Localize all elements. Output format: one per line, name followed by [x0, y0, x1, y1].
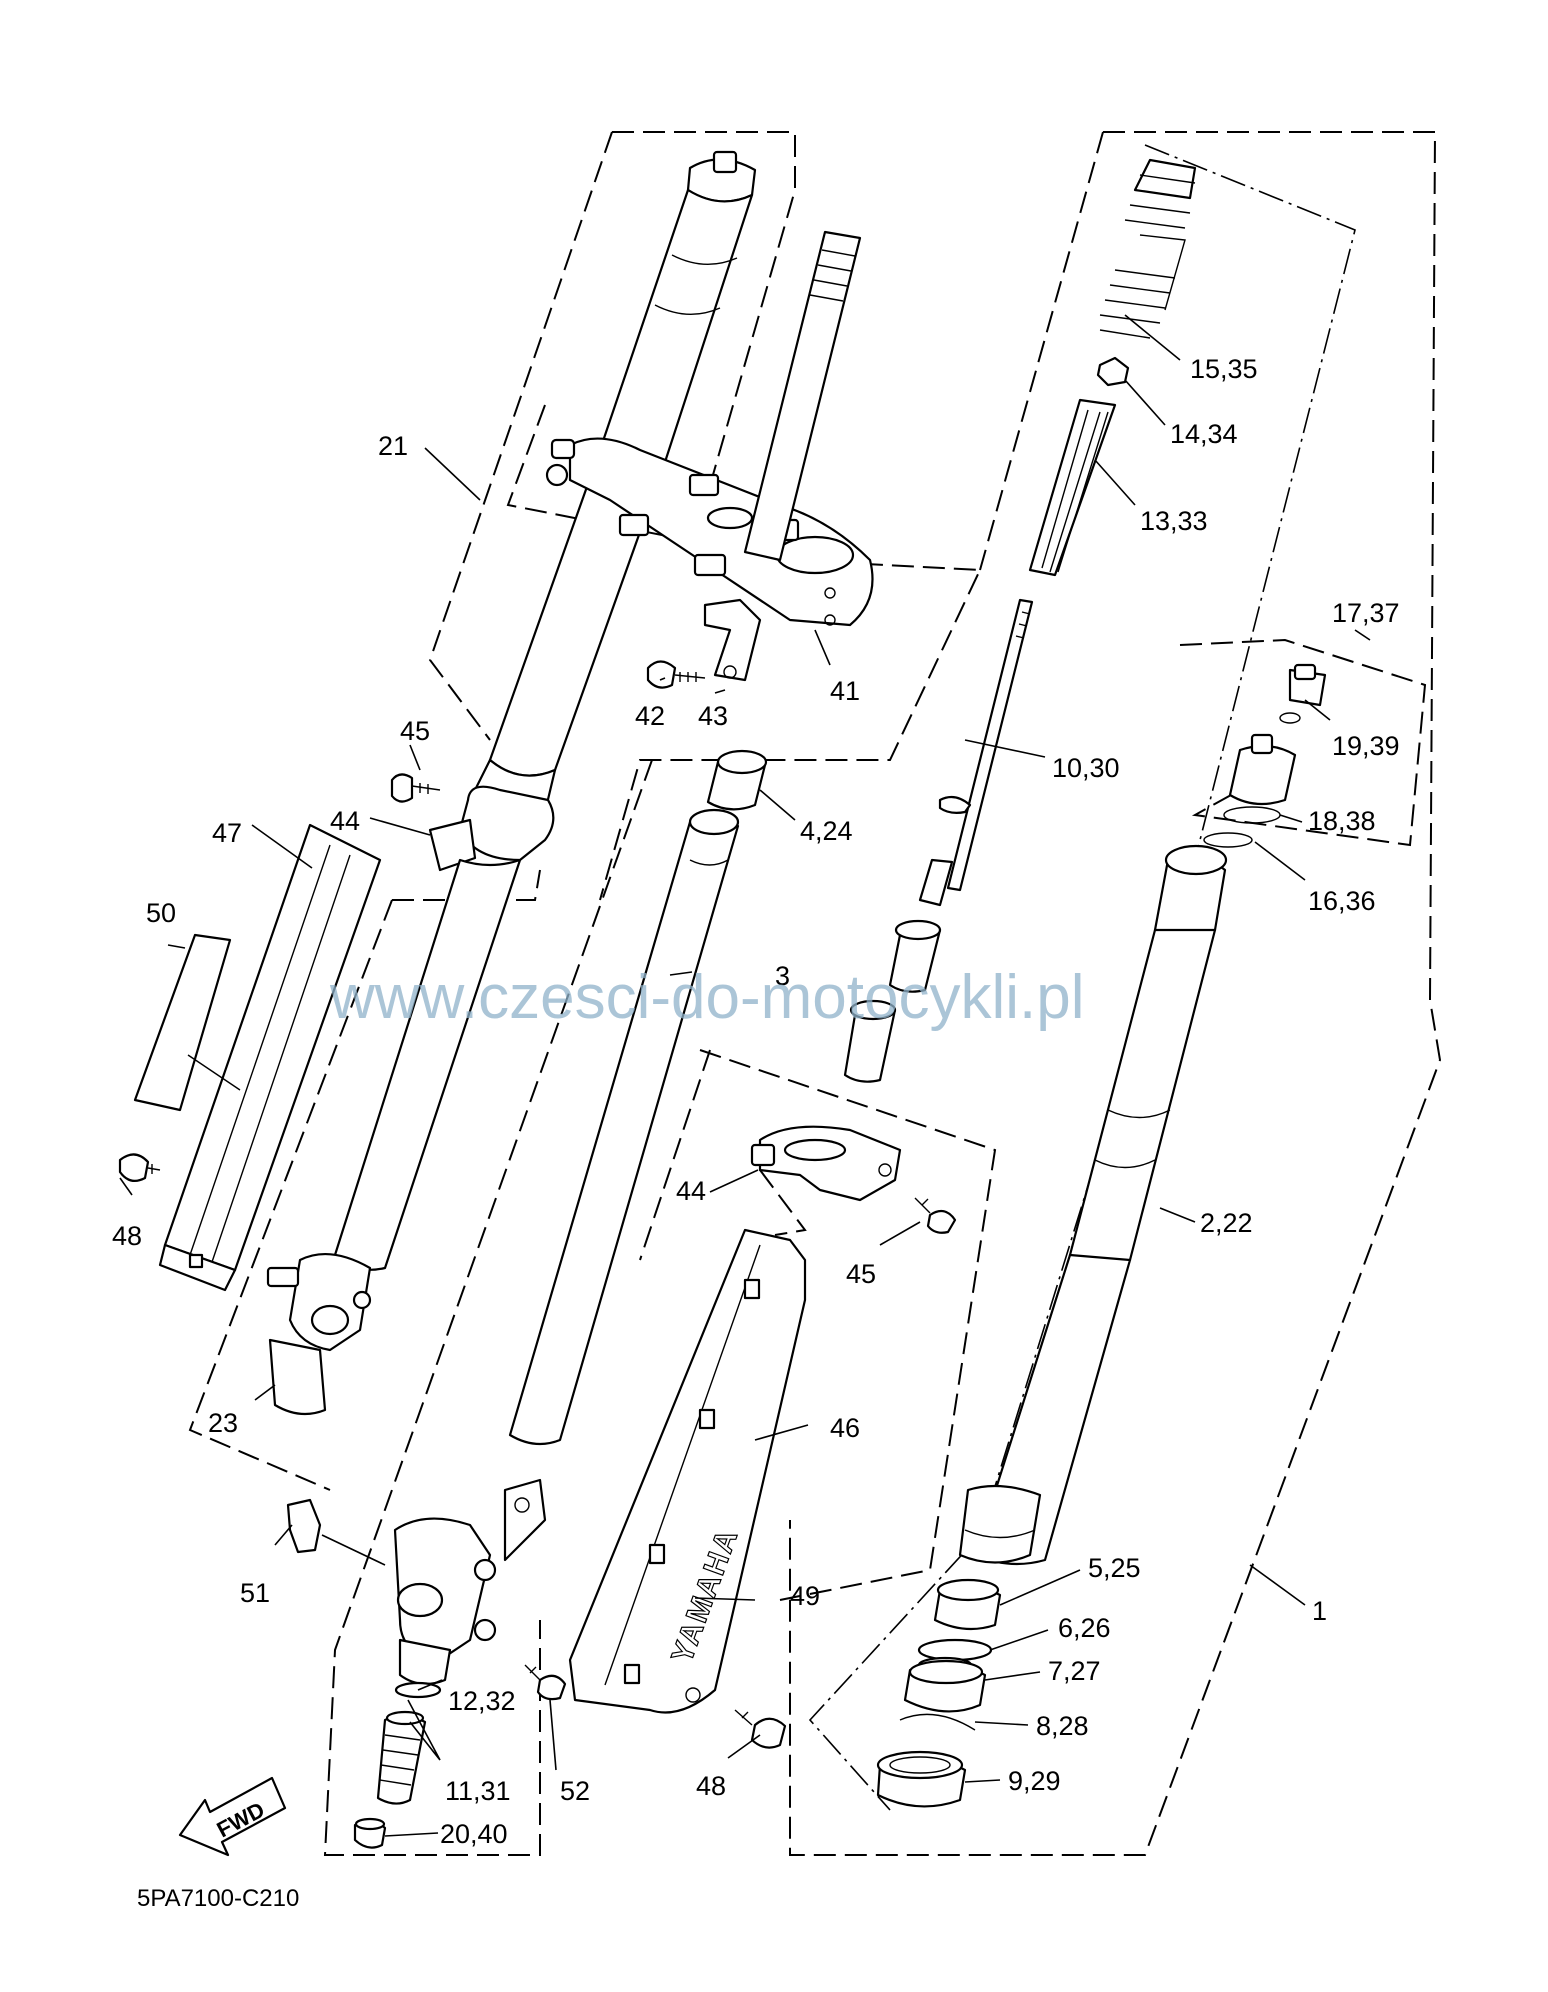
- callout-43: 43: [698, 701, 728, 731]
- clamp-44-lower: [750, 1125, 902, 1202]
- callout-19: 19,39: [1332, 731, 1400, 761]
- callout-21: 21: [378, 431, 408, 461]
- part-11-spring-seat: [376, 1710, 427, 1805]
- fork-protector-46: [568, 1228, 807, 1714]
- callout-17: 17,37: [1332, 598, 1400, 628]
- callout-23: 23: [208, 1408, 238, 1438]
- bracket-43-and-bolt-42: [646, 598, 762, 689]
- bolt-52: [524, 1664, 567, 1701]
- callout-labels: 1 2,22 3 4,24 5,25 6,26 7,27 8,28 9,29 1…: [112, 354, 1400, 1849]
- bolt-45-lower: [914, 1197, 957, 1234]
- callout-50: 50: [146, 898, 176, 928]
- callout-18: 18,38: [1308, 806, 1376, 836]
- cartridge-13: [1028, 398, 1117, 577]
- upper-bracket-41: [545, 230, 874, 627]
- outer-tube-assembly-21: [266, 150, 757, 1416]
- callout-41: 41: [830, 676, 860, 706]
- callout-44-lower: 44: [676, 1176, 706, 1206]
- callout-4: 4,24: [800, 816, 853, 846]
- bolt-48-left: [118, 1153, 161, 1183]
- part-20-drain-bolt: [353, 1817, 387, 1849]
- outer-tube-2: [958, 844, 1228, 1566]
- diagram-code: 5PA7100-C210: [137, 1885, 299, 1912]
- bolt-48-right: [734, 1709, 787, 1749]
- callout-7: 7,27: [1048, 1656, 1101, 1686]
- callout-49: 49: [790, 1581, 820, 1611]
- callout-2: 2,22: [1200, 1208, 1253, 1238]
- fwd-arrow-icon: FWD: [178, 1776, 287, 1857]
- callout-42: 42: [635, 701, 665, 731]
- callout-10: 10,30: [1052, 753, 1120, 783]
- callout-3: 3: [775, 961, 790, 991]
- callout-6: 6,26: [1058, 1613, 1111, 1643]
- callout-16: 16,36: [1308, 886, 1376, 916]
- callout-8: 8,28: [1036, 1711, 1089, 1741]
- callout-47: 47: [212, 818, 242, 848]
- callout-14: 14,34: [1170, 419, 1238, 449]
- spring-15: [1099, 158, 1197, 339]
- callout-15: 15,35: [1190, 354, 1258, 384]
- callout-46: 46: [830, 1413, 860, 1443]
- callout-12: 12,32: [448, 1686, 516, 1716]
- seal-stack-5-9: [876, 1578, 1002, 1808]
- part-51: [286, 1498, 322, 1554]
- callout-51: 51: [240, 1578, 270, 1608]
- callout-48-right: 48: [696, 1771, 726, 1801]
- callout-1: 1: [1312, 1596, 1327, 1626]
- plate-50: [133, 933, 241, 1112]
- callout-45-lower: 45: [846, 1259, 876, 1289]
- callout-11: 11,31: [445, 1776, 511, 1806]
- nut-14: [1096, 356, 1130, 387]
- cap-bolt-17: [1203, 663, 1327, 848]
- leader-lines: [119, 314, 1371, 1837]
- fork-guard-47: [158, 823, 382, 1292]
- callout-45-upper: 45: [400, 716, 430, 746]
- callout-20: 20,40: [440, 1819, 508, 1849]
- callout-52: 52: [560, 1776, 590, 1806]
- callout-5: 5,25: [1088, 1553, 1141, 1583]
- callout-44-upper: 44: [330, 806, 360, 836]
- callout-48-left: 48: [112, 1221, 142, 1251]
- callout-13: 13,33: [1140, 506, 1208, 536]
- bolt-45-upper: [390, 773, 441, 803]
- watermark-text: www.czesci-do-motocykli.pl: [329, 963, 1085, 1032]
- callout-9: 9,29: [1008, 1766, 1061, 1796]
